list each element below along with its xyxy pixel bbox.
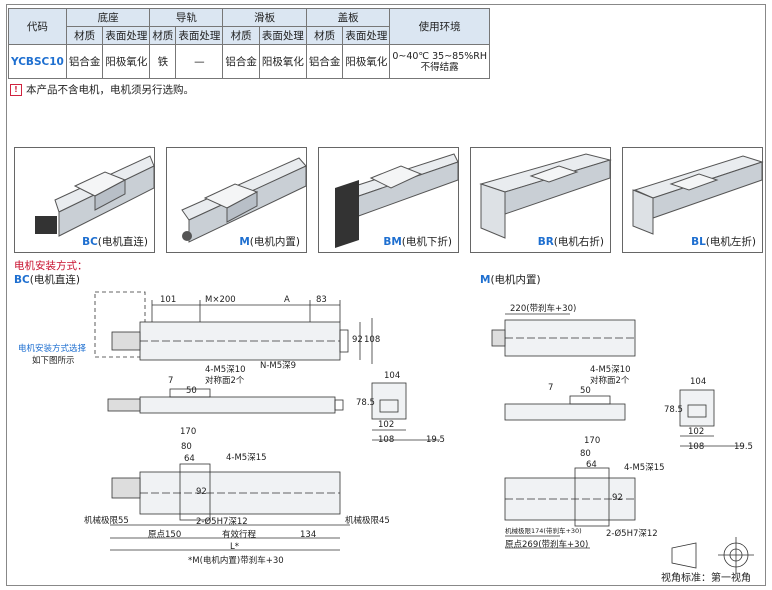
dim-label: 有效行程 bbox=[222, 529, 257, 540]
environment-line-2: 不得结露 bbox=[420, 61, 459, 73]
dim-label: 机械极限55 bbox=[84, 515, 129, 526]
dim-label: 4-M5深10 bbox=[590, 365, 631, 375]
dim-label: 64 bbox=[586, 460, 597, 470]
dim-label: 对称面2个 bbox=[590, 375, 630, 386]
dim-label: 104 bbox=[384, 371, 400, 381]
actuator-br-illustration bbox=[479, 153, 612, 239]
thumbnail-caption: BM(电机下折) bbox=[383, 236, 452, 248]
actuator-bc-illustration bbox=[35, 155, 155, 237]
dim-label: L* bbox=[230, 542, 239, 552]
dim-label: 7 bbox=[168, 376, 173, 386]
mount-select-note-2: 如下图所示 bbox=[32, 355, 75, 366]
actuator-bm-illustration bbox=[335, 153, 459, 248]
warning-icon: ! bbox=[10, 83, 22, 96]
view-standard-label: 视角标准：第一视角 bbox=[661, 571, 751, 584]
thumbnail-bc: BC(电机直连) bbox=[14, 147, 155, 253]
dim-label: 2-Ø5H7深12 bbox=[606, 528, 658, 539]
actuator-m-illustration bbox=[181, 157, 307, 243]
sub-header: 表面处理 bbox=[342, 26, 391, 45]
dim-label: 92 bbox=[612, 493, 623, 503]
table-cell: 阳极氧化 bbox=[102, 44, 151, 79]
spec-table: 代码 底座 导轨 滑板 盖板 使用环境 材质 表面处理 材质 表面处理 材质 表… bbox=[8, 8, 491, 79]
note: ! 本产品不含电机，电机须另行选购。 bbox=[10, 82, 194, 97]
sub-header: 表面处理 bbox=[175, 26, 224, 45]
dim-label: 原点269(带刹车+30) bbox=[505, 539, 588, 550]
dim-label: A bbox=[284, 295, 290, 305]
dim-label: 80 bbox=[181, 442, 192, 452]
header-rail: 导轨 bbox=[149, 8, 224, 27]
header-slider: 滑板 bbox=[222, 8, 307, 27]
dim-label: 19.5 bbox=[734, 442, 753, 452]
dim-label: 92 bbox=[196, 487, 207, 497]
thumbnail-br: BR(电机右折) bbox=[470, 147, 612, 253]
dim-label: 170 bbox=[584, 436, 600, 446]
dim-label: 104 bbox=[690, 377, 706, 387]
dim-label: 50 bbox=[580, 386, 591, 396]
thumbnail-m: M(电机内置) bbox=[166, 147, 307, 253]
dim-label: 108 bbox=[378, 435, 394, 445]
table-cell: 阳极氧化 bbox=[258, 44, 307, 79]
sub-header: 表面处理 bbox=[102, 26, 151, 45]
table-cell: 铁 bbox=[149, 44, 177, 79]
header-cover: 盖板 bbox=[305, 8, 391, 27]
dim-label: N-M5深9 bbox=[260, 361, 296, 371]
mount-type-title: 电机安装方式： bbox=[14, 260, 88, 272]
dim-label: 4-M5深10 bbox=[205, 365, 246, 375]
page-frame bbox=[6, 4, 766, 586]
dim-label: 80 bbox=[580, 449, 591, 459]
table-cell: 阳极氧化 bbox=[342, 44, 391, 79]
actuator-bl-illustration bbox=[632, 155, 764, 235]
dim-label: 19.5 bbox=[426, 435, 445, 445]
dim-label: 原点150 bbox=[148, 530, 181, 540]
dim-label: 108 bbox=[364, 335, 380, 345]
thumbnail-caption: M(电机内置) bbox=[239, 236, 300, 248]
dim-label: 134 bbox=[300, 530, 316, 540]
dim-label: 83 bbox=[316, 295, 327, 305]
dim-label: 机械极限45 bbox=[345, 515, 390, 526]
dim-label: 4-M5深15 bbox=[624, 463, 665, 473]
thumbnail-caption: BR(电机右折) bbox=[537, 236, 604, 248]
left-subtitle: BC(电机直连) bbox=[14, 274, 80, 286]
table-cell: 铝合金 bbox=[305, 44, 344, 79]
dim-label: 102 bbox=[688, 427, 704, 437]
dim-label: 机械极限174(带刹车+30) bbox=[505, 526, 582, 535]
dim-label: 50 bbox=[186, 386, 197, 396]
right-subtitle: M(电机内置) bbox=[480, 274, 541, 286]
dim-label: 2-Ø5H7深12 bbox=[196, 516, 248, 527]
dim-label: 108 bbox=[688, 442, 704, 452]
dim-label: 4-M5深15 bbox=[226, 453, 267, 463]
mount-select-note: 电机安装方式选择 bbox=[18, 343, 87, 354]
dim-label: 对称面2个 bbox=[205, 375, 245, 386]
thumbnail-bl: BL(电机左折) bbox=[622, 147, 764, 253]
note-text: 本产品不含电机，电机须另行选购。 bbox=[26, 84, 194, 96]
dim-label: 101 bbox=[160, 295, 176, 305]
dim-label: 102 bbox=[378, 420, 394, 430]
dim-label: 64 bbox=[184, 454, 195, 464]
header-environment: 使用环境 bbox=[389, 8, 491, 45]
thumbnail-caption: BC(电机直连) bbox=[82, 236, 148, 248]
dim-label: M×200 bbox=[205, 295, 236, 305]
table-cell: 铝合金 bbox=[65, 44, 104, 79]
dim-label: 78.5 bbox=[664, 405, 683, 415]
sub-header: 材质 bbox=[305, 26, 344, 45]
dim-label: 92 bbox=[352, 335, 363, 345]
dim-label: 170 bbox=[180, 427, 196, 437]
dim-label: 7 bbox=[548, 383, 553, 393]
product-code: YCBSC10 bbox=[8, 44, 67, 79]
dim-label: 78.5 bbox=[356, 398, 375, 408]
environment-cell: 0~40℃ 35~85%RH 不得结露 bbox=[389, 44, 491, 79]
dim-label: 220(带刹车+30) bbox=[510, 303, 576, 314]
dim-footnote: *M(电机内置)带刹车+30 bbox=[188, 555, 284, 566]
thumbnail-bm: BM(电机下折) bbox=[318, 147, 459, 253]
sub-header: 表面处理 bbox=[258, 26, 307, 45]
thumbnail-caption: BL(电机左折) bbox=[691, 236, 756, 248]
table-cell: — bbox=[175, 44, 224, 79]
environment-line-1: 0~40℃ 35~85%RH bbox=[392, 50, 488, 62]
